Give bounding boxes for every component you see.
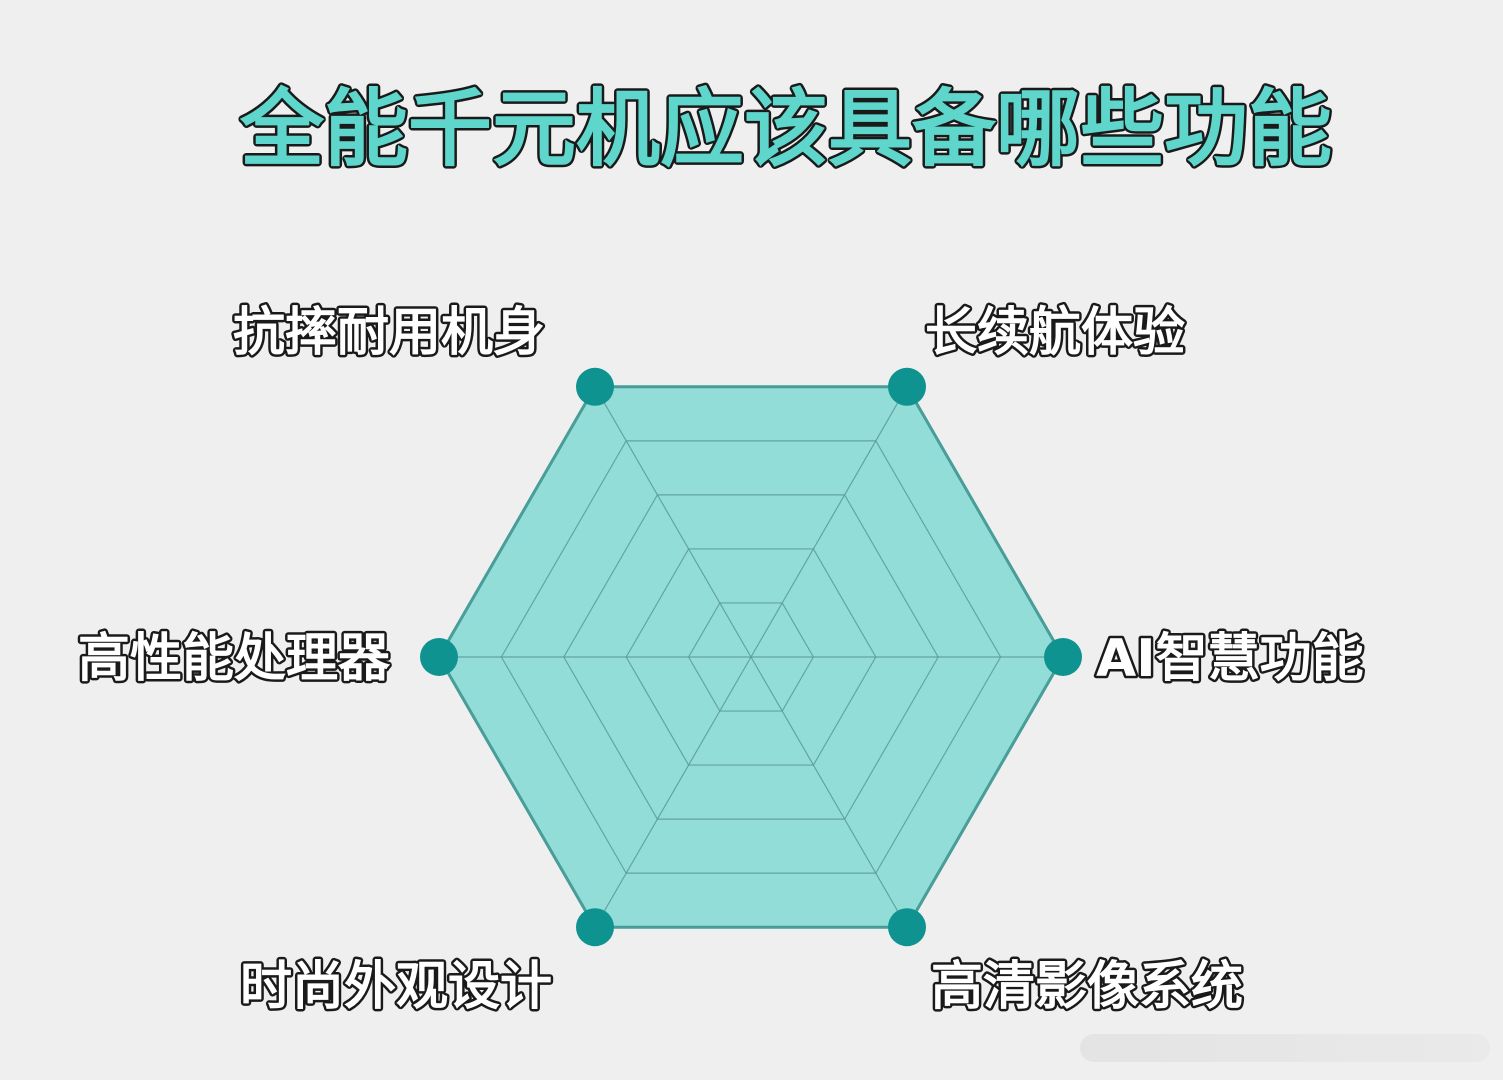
data-point-2 bbox=[1044, 638, 1082, 676]
axis-label-1: 长续航体验 bbox=[925, 303, 1185, 363]
axis-label-4: 时尚外观设计 bbox=[240, 957, 552, 1017]
radar-markers bbox=[420, 367, 1082, 947]
grid-spoke-1 bbox=[750, 386, 908, 658]
grid-spoke-3 bbox=[750, 656, 908, 928]
data-point-6 bbox=[576, 367, 614, 406]
axis-label-2: AI智慧功能 bbox=[1096, 629, 1364, 689]
axis-label-6: 抗摔耐用机身 bbox=[233, 303, 545, 363]
data-point-4 bbox=[576, 908, 614, 947]
data-point-3 bbox=[888, 908, 926, 947]
axis-label-3: 高清影像系统 bbox=[931, 957, 1243, 1017]
chart-title: 全能千元机应该具备哪些功能 bbox=[239, 80, 1332, 178]
radar-grid bbox=[438, 386, 1064, 928]
axis-label-5: 高性能处理器 bbox=[78, 629, 391, 689]
grid-spoke-4 bbox=[594, 656, 752, 928]
data-point-1 bbox=[888, 367, 926, 406]
grid-spoke-6 bbox=[594, 386, 752, 658]
watermark-overlay bbox=[1080, 1034, 1490, 1062]
data-point-5 bbox=[420, 638, 458, 676]
